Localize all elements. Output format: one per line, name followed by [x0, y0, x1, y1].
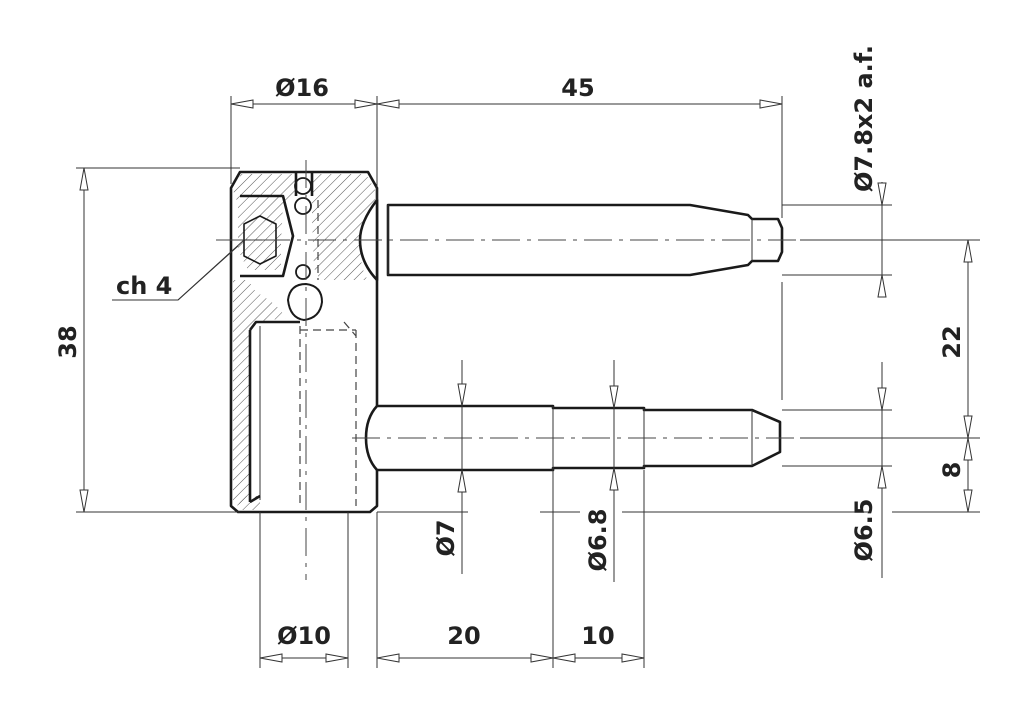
- dim-diameter-6-5: Ø6.5: [850, 499, 878, 562]
- dim-socket-ch4: ch 4: [116, 272, 172, 300]
- dim-length-10: 10: [581, 622, 614, 650]
- center-lines: [216, 160, 800, 580]
- dim-diameter-16: Ø16: [275, 74, 329, 102]
- dim-diameter-7: Ø7: [432, 519, 460, 556]
- dimension-lines: [76, 96, 980, 668]
- hinge-body: [229, 170, 379, 514]
- dim-diameter-10: Ø10: [277, 622, 331, 650]
- dim-spacing-22: 22: [938, 325, 966, 358]
- dim-height-38: 38: [54, 325, 82, 358]
- dim-offset-8: 8: [938, 462, 966, 479]
- dim-length-45: 45: [561, 74, 594, 102]
- dim-pin-size-7-8: Ø7.8x2 a.f.: [850, 45, 878, 192]
- dim-length-20: 20: [447, 622, 480, 650]
- dim-diameter-6-8: Ø6.8: [584, 509, 612, 572]
